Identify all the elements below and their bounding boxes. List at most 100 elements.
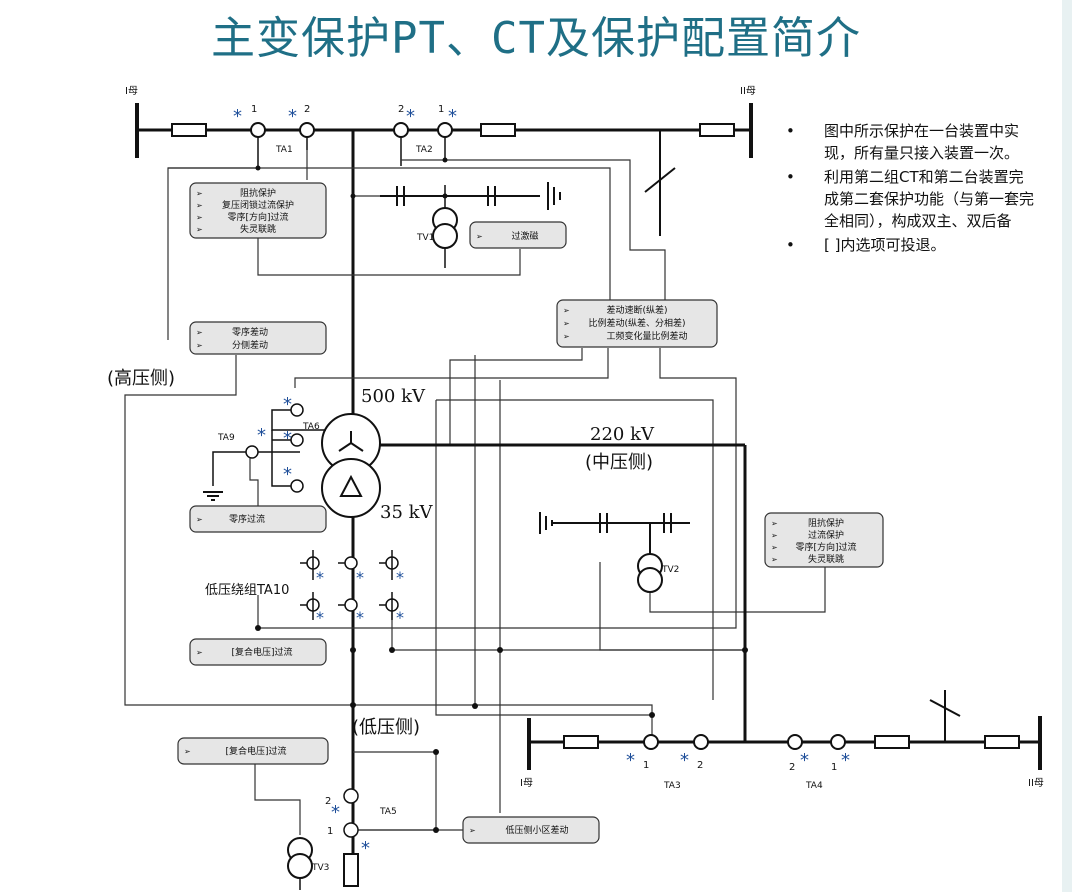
mv-bus-line	[527, 690, 1042, 770]
note-text: 利用第二组CT和第二台装置完成第二套保护功能（与第一套完全相同），构成双主、双后…	[824, 168, 1035, 230]
ct-num: 1	[831, 762, 837, 773]
ct-label-ta3: TA3	[663, 781, 681, 791]
note-text: 图中所示保护在一台装置中实现，所有量只接入装置一次。	[824, 122, 1020, 162]
ct-star: *	[257, 425, 266, 446]
svg-text:➢: ➢	[196, 648, 203, 657]
box-line: 零序过流	[229, 513, 265, 525]
ct-star: *	[448, 106, 457, 127]
notes-panel: • 图中所示保护在一台装置中实现，所有量只接入装置一次。 • 利用第二组CT和第…	[786, 120, 1036, 256]
svg-text:➢: ➢	[771, 531, 778, 540]
ct-ta1-2	[299, 122, 315, 138]
ct-star: *	[800, 750, 809, 771]
svg-text:➢: ➢	[196, 328, 203, 337]
svg-text:➢: ➢	[196, 341, 203, 350]
main-transformer	[321, 413, 747, 742]
svg-text:➢: ➢	[469, 826, 476, 835]
bullet-icon: •	[786, 236, 795, 254]
ct-star: *	[396, 568, 404, 587]
capacitor-branch	[396, 182, 561, 249]
ct-star: *	[233, 106, 242, 127]
note-item: • [ ]内选项可投退。	[786, 234, 1036, 256]
svg-text:➢: ➢	[196, 225, 203, 234]
box-zero-oc: ➢ 零序过流	[189, 505, 327, 533]
box-line: 零序[方向]过流	[795, 541, 856, 553]
box-mv-backup: ➢ ➢ ➢ ➢ 阻抗保护 过流保护 零序[方向]过流 失灵联跳	[764, 512, 884, 568]
ct-star: *	[283, 464, 292, 485]
ct-star: *	[361, 838, 370, 859]
ct-ta1-1	[250, 122, 266, 138]
ct-star: *	[626, 750, 635, 771]
ct-num: 1	[327, 826, 333, 837]
ct-num: 1	[643, 760, 649, 771]
ct-star: *	[316, 568, 324, 587]
ct-num: 1	[438, 104, 444, 115]
pt-label-tv1: TV1	[416, 233, 434, 243]
ct-star: *	[356, 608, 364, 627]
ct-star: *	[841, 750, 850, 771]
bus-label-mv-1: I母	[520, 777, 533, 789]
ct-star: *	[331, 802, 340, 823]
ct-star: *	[283, 428, 292, 449]
box-line: [复合电压]过流	[231, 646, 292, 658]
box-line: 阻抗保护	[808, 517, 844, 529]
svg-text:➢: ➢	[771, 519, 778, 528]
svg-text:➢: ➢	[196, 213, 203, 222]
box-line: [复合电压]过流	[225, 745, 286, 757]
ct-num: 2	[304, 104, 310, 115]
ct-star: *	[356, 568, 364, 587]
ct-num: 1	[251, 104, 257, 115]
ct-star: *	[406, 106, 415, 127]
ct-num: 2	[398, 104, 404, 115]
pt-label-tv2: TV2	[661, 565, 679, 575]
box-line: 复压闭锁过流保护	[222, 199, 294, 211]
svg-text:➢: ➢	[563, 319, 570, 328]
ct-label-ta4: TA4	[805, 781, 823, 791]
svg-text:➢: ➢	[771, 555, 778, 564]
bus-label-mv-2: II母	[1028, 777, 1044, 789]
svg-text:➢: ➢	[563, 332, 570, 341]
bullet-icon: •	[786, 122, 795, 140]
secondary-wiring	[124, 150, 826, 835]
relay-boxes: ➢ ➢ ➢ ➢ 阻抗保护 复压闭锁过流保护 零序[方向]过流 失灵联跳 ➢ 过激…	[177, 182, 884, 844]
bus-label-hv-2: II母	[740, 85, 756, 97]
ct-num: 2	[325, 796, 331, 807]
hv-ct-group: * 1 * 2 2 * 1 * TA1 TA2 I母 II母	[125, 85, 756, 170]
ct-star: *	[396, 608, 404, 627]
svg-text:➢: ➢	[196, 201, 203, 210]
box-line: 阻抗保护	[240, 187, 276, 199]
box-line: 差动速断(纵差)	[606, 304, 667, 316]
box-line: 比例差动(纵差、分相差)	[588, 317, 685, 329]
box-line: 过流保护	[808, 529, 844, 541]
box-line: 低压侧小区差动	[505, 824, 568, 836]
ct-label-ta2: TA2	[415, 145, 433, 155]
box-hv-backup: ➢ ➢ ➢ ➢ 阻抗保护 复压闭锁过流保护 零序[方向]过流 失灵联跳	[189, 182, 327, 239]
svg-text:➢: ➢	[771, 543, 778, 552]
box-main-diff: ➢ ➢ ➢ 差动速断(纵差) 比例差动(纵差、分相差) 工频变化量比例差动	[556, 299, 718, 348]
bus-label-hv-1: I母	[125, 85, 138, 97]
pt-label-tv3: TV3	[311, 863, 329, 873]
box-overexcitation: ➢ 过激磁	[469, 221, 567, 249]
ct-label-ta9: TA9	[217, 433, 235, 443]
neutral-cts	[203, 403, 326, 501]
box-line: 失灵联跳	[240, 223, 276, 235]
box-lv-winding-oc: ➢ [复合电压]过流	[189, 638, 327, 666]
side-label-hv: (高压侧)	[107, 368, 175, 389]
box-lv-diff: ➢ 低压侧小区差动	[462, 816, 600, 844]
note-item: • 图中所示保护在一台装置中实现，所有量只接入装置一次。	[786, 120, 1036, 164]
ct-star: *	[680, 750, 689, 771]
ct-num: 2	[697, 760, 703, 771]
box-line: 零序差动	[232, 326, 268, 338]
ct-label-ta10: 低压绕组TA10	[205, 583, 289, 598]
page-title: 主变保护PT、CT及保护配置简介	[211, 13, 861, 64]
box-line: 失灵联跳	[808, 553, 844, 565]
lv-winding-cts	[300, 550, 399, 620]
box-zero-diff: ➢ ➢ 零序差动 分侧差动	[189, 321, 327, 355]
junction-dots	[255, 157, 748, 833]
bullet-icon: •	[786, 168, 795, 186]
box-line: 零序[方向]过流	[227, 211, 288, 223]
voltage-mv: 220 kV	[590, 424, 655, 445]
side-label-mv: (中压侧)	[585, 452, 653, 473]
svg-text:➢: ➢	[196, 515, 203, 524]
side-label-lv: (低压侧)	[352, 717, 420, 738]
